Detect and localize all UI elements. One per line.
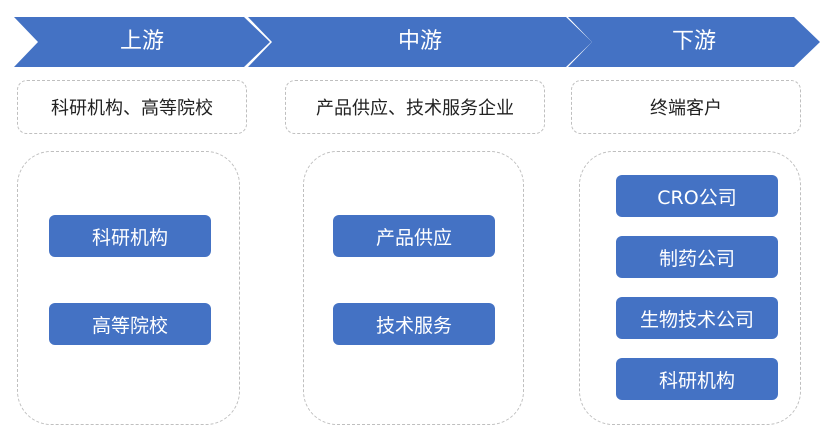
- category-label-upstream: 科研机构、高等院校: [51, 98, 213, 119]
- item-pill: CRO公司: [616, 175, 778, 217]
- item-pill: 技术服务: [333, 303, 495, 345]
- item-pill: 生物技术公司: [616, 297, 778, 339]
- category-label-downstream: 终端客户: [650, 98, 722, 119]
- stage-arrow-upstream: 上游: [14, 17, 270, 67]
- stage-arrow-downstream: 下游: [568, 17, 820, 67]
- panel-upstream: 科研机构 高等院校: [17, 151, 240, 425]
- panel-downstream: CRO公司 制药公司 生物技术公司 科研机构: [579, 151, 801, 425]
- stage-title-upstream: 上游: [119, 29, 164, 54]
- stage-title-midstream: 中游: [397, 29, 442, 54]
- panel-midstream: 产品供应 技术服务: [303, 151, 524, 425]
- item-pill: 科研机构: [49, 215, 211, 257]
- stage-arrow-midstream: 中游: [248, 17, 592, 67]
- category-box-downstream: 终端客户: [571, 80, 801, 134]
- item-pill: 制药公司: [616, 236, 778, 278]
- category-box-midstream: 产品供应、技术服务企业: [285, 80, 545, 134]
- stage-title-downstream: 下游: [671, 29, 716, 54]
- chevron-arrow-icon: [248, 17, 592, 67]
- category-box-upstream: 科研机构、高等院校: [17, 80, 247, 134]
- category-label-midstream: 产品供应、技术服务企业: [316, 98, 514, 119]
- chevron-arrow-icon: [568, 17, 820, 67]
- item-pill: 科研机构: [616, 358, 778, 400]
- chevron-arrow-icon: [14, 17, 270, 67]
- item-pill: 高等院校: [49, 303, 211, 345]
- item-pill: 产品供应: [333, 215, 495, 257]
